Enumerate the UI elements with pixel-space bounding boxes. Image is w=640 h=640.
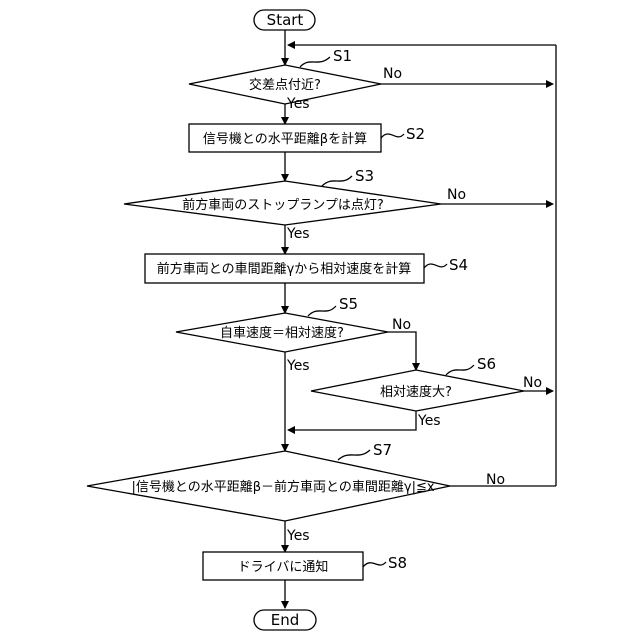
s7-no-label: No — [486, 472, 505, 488]
s4-text: 前方車両との車間距離γから相対速度を計算 — [157, 261, 412, 277]
start-label: Start — [267, 11, 304, 29]
s3-leader — [322, 176, 352, 186]
s4-step-label: S4 — [449, 256, 468, 274]
s1-no-label: No — [383, 66, 402, 82]
s7-leader — [338, 450, 370, 460]
s7-yes-label: Yes — [286, 528, 310, 544]
s2-step-label: S2 — [406, 125, 425, 143]
s5-yes-label: Yes — [286, 358, 310, 374]
edge-s5-no-s6 — [388, 332, 416, 370]
s7-step-label: S7 — [373, 441, 392, 459]
s6-no-label: No — [523, 375, 542, 391]
edge-s6-yes-merge — [288, 411, 416, 430]
s6-text: 相対速度大? — [380, 384, 452, 400]
s6-step-label: S6 — [477, 355, 496, 373]
s8-text: ドライバに通知 — [238, 559, 329, 575]
s1-text: 交差点付近? — [249, 77, 321, 93]
s4-leader — [424, 264, 447, 268]
end-label: End — [271, 611, 300, 629]
s8-leader — [363, 562, 386, 567]
s7-text: |信号機との水平距離β－前方車両との車間距離γ|≦x — [131, 479, 434, 495]
s3-no-label: No — [447, 187, 466, 203]
s6-leader — [446, 365, 474, 375]
s2-leader — [381, 134, 404, 138]
s5-text: 自車速度＝相対速度? — [220, 325, 344, 341]
s3-yes-label: Yes — [286, 226, 310, 242]
s5-leader — [308, 306, 336, 316]
s1-step-label: S1 — [333, 47, 352, 65]
s5-no-label: No — [392, 317, 411, 333]
s6-yes-label: Yes — [417, 413, 441, 429]
s5-step-label: S5 — [339, 295, 358, 313]
s3-text: 前方車両のストップランプは点灯? — [182, 197, 384, 213]
s3-step-label: S3 — [355, 167, 374, 185]
s8-step-label: S8 — [388, 554, 407, 572]
s2-text: 信号機との水平距離βを計算 — [203, 131, 367, 147]
s1-yes-label: Yes — [286, 96, 310, 112]
s1-leader — [300, 57, 330, 67]
